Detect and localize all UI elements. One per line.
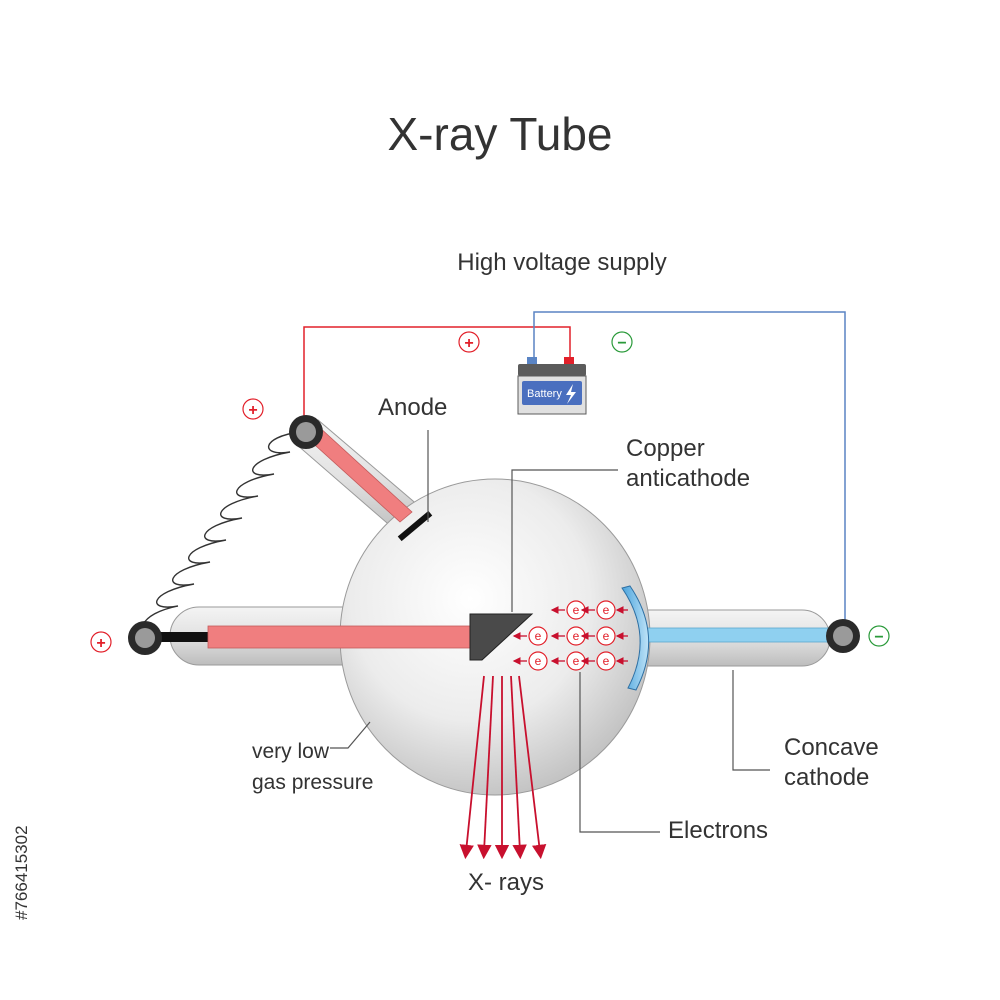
positive-wire <box>303 326 571 428</box>
cathode-terminal <box>826 619 860 653</box>
plus-sign-left: + <box>90 631 112 653</box>
electron <box>596 651 616 671</box>
electron <box>528 626 548 646</box>
anode-terminal <box>289 415 323 449</box>
electron <box>596 626 616 646</box>
cathode-rod <box>639 627 841 643</box>
electron-symbol: e <box>573 654 580 668</box>
terminals <box>128 415 860 655</box>
svg-text:−: − <box>874 629 883 646</box>
electron-symbol: e <box>573 603 580 617</box>
page-title: X-ray Tube <box>388 108 613 160</box>
x-ray-line <box>459 675 485 860</box>
svg-text:+: + <box>96 635 105 652</box>
battery-negative-terminal <box>527 357 537 365</box>
svg-text:−: − <box>617 335 626 352</box>
concave-leader <box>732 670 770 771</box>
left-terminal <box>128 621 162 655</box>
stock-id-text: #766415302 <box>12 825 31 920</box>
concave-cathode-mirror <box>621 585 650 691</box>
x-rays-beam <box>459 675 547 860</box>
negative-wire <box>533 311 846 630</box>
copper-label-line1: Copper <box>626 435 705 462</box>
gas-label-line2: gas pressure <box>252 771 373 794</box>
anticathode-rod <box>207 625 473 649</box>
copper-label-line2: anticathode <box>626 465 750 492</box>
high-voltage-label: High voltage supply <box>457 249 666 276</box>
electrons-leader <box>579 672 660 833</box>
electron-symbol: e <box>603 654 610 668</box>
svg-text:+: + <box>248 402 257 419</box>
circuit-wires <box>303 311 846 630</box>
x-ray-line <box>518 675 547 860</box>
xrays-label: X- rays <box>468 869 544 896</box>
coil-spring <box>140 431 301 647</box>
battery-positive-terminal <box>564 357 574 365</box>
concave-label-line1: Concave <box>784 734 879 761</box>
anode-plate <box>397 510 433 542</box>
battery-label: Battery <box>527 388 562 400</box>
electron-symbol: e <box>535 654 542 668</box>
gas-leader <box>330 721 371 749</box>
battery: Battery <box>517 357 587 415</box>
x-ray-line <box>510 675 527 860</box>
lightning-icon <box>566 384 576 404</box>
copper-anticathode <box>469 613 534 661</box>
x-ray-line <box>477 675 494 860</box>
electron <box>596 600 616 620</box>
electron-symbol: e <box>573 629 580 643</box>
anticathode-holder <box>160 632 210 642</box>
electron-symbol: e <box>603 629 610 643</box>
electron-symbol: e <box>535 629 542 643</box>
anode-rod <box>304 425 413 523</box>
electrons-label: Electrons <box>668 817 768 844</box>
leader-lines <box>330 430 770 833</box>
gas-label-line1: very low <box>252 740 330 763</box>
plus-sign-anode: + <box>242 398 264 420</box>
polarity-signs: + − + + − <box>90 331 890 653</box>
plus-sign-top: + <box>458 331 480 353</box>
svg-text:+: + <box>464 335 473 352</box>
electron <box>528 651 548 671</box>
electron-symbol: e <box>603 603 610 617</box>
copper-leader <box>511 469 618 612</box>
anode-label: Anode <box>378 394 447 421</box>
minus-sign-top: − <box>611 331 633 353</box>
minus-sign-right: − <box>868 625 890 647</box>
concave-label-line2: cathode <box>784 764 869 791</box>
